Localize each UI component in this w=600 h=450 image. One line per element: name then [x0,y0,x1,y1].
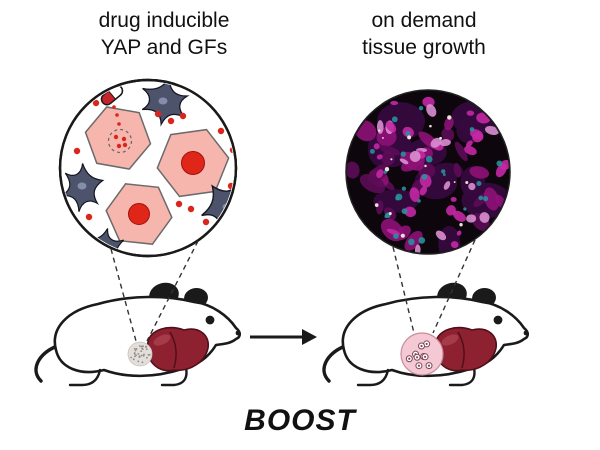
drug-release-particles [107,105,133,154]
stellate-cell-2 [62,158,110,216]
cell-nucleus [128,203,150,225]
left-label-line1: drug inducible [98,9,230,32]
mouse-left [34,277,243,387]
stellate-cell-1 [134,82,195,131]
right-label-line2: tissue growth [362,35,486,59]
histology-image [345,89,511,255]
magnify-lines-right [392,239,476,334]
left-inset-circle [58,78,238,258]
arrow-icon [250,329,317,345]
implant-spot-grown [400,332,444,376]
figure-caption: BOOST [244,404,356,437]
left-label-line2: YAP and GFs [100,35,228,59]
hexagon-cell-1 [84,106,152,170]
cell-nucleus [181,151,205,175]
drug-uptake-circle [107,128,133,154]
right-label-line1: on demand [371,9,477,32]
right-circle-label: on demand tissue growth [304,8,544,62]
magnify-lines-left [110,240,199,342]
implant-spot-small [127,341,153,367]
left-circle-label: drug inducible YAP and GFs [40,8,288,62]
